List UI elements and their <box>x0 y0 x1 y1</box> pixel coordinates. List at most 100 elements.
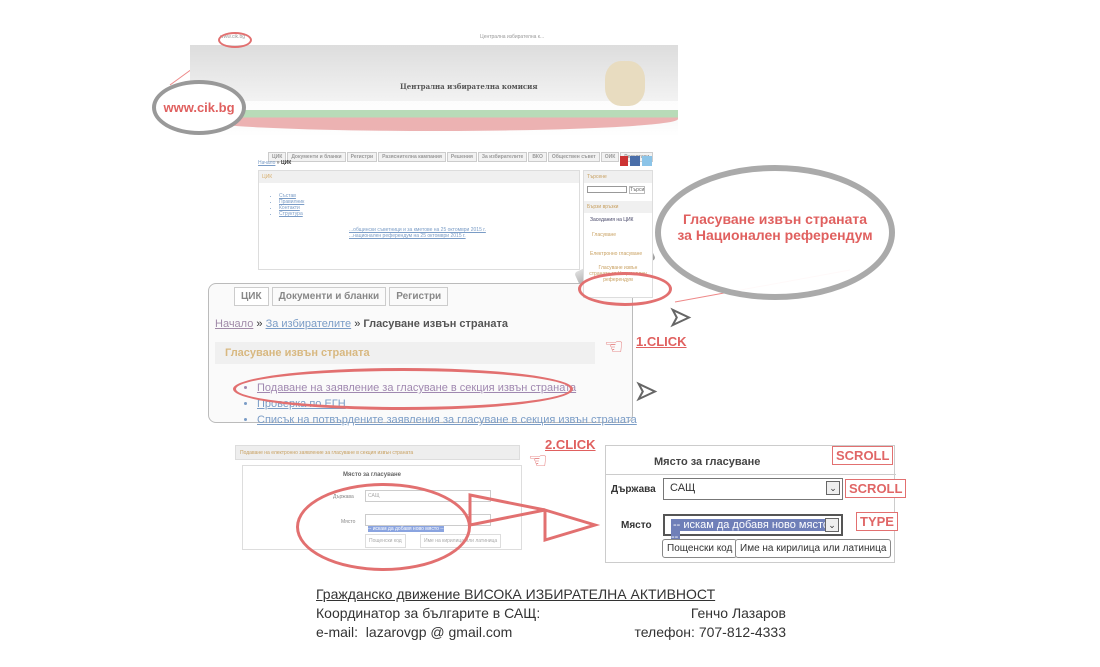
phone-label: телефон: <box>634 624 695 640</box>
breadcrumb: Начало » ЦИК <box>258 160 292 166</box>
country-select[interactable]: САЩ ⌄ <box>663 478 843 500</box>
mid-tabs: ЦИК Документи и бланки Регистри <box>234 287 449 306</box>
confirmed-list-link[interactable]: Списък на потвърдените заявления за глас… <box>257 412 637 428</box>
click1-label: 1.CLICK <box>636 334 687 349</box>
nav-tab[interactable]: Регистри <box>346 152 378 162</box>
type-tag: TYPE <box>856 512 898 531</box>
country-label: Държава <box>611 484 656 495</box>
meetings-link[interactable]: Заседания на ЦИК <box>590 217 634 223</box>
voting-link[interactable]: Гласуване <box>592 232 617 238</box>
election-link[interactable]: ...общински съветници и за кметове на 25… <box>349 227 486 233</box>
quick-links-label: Бързи връзки <box>584 201 652 213</box>
tricolor-wave <box>190 101 678 131</box>
place-label: Място <box>621 520 652 531</box>
org-name: Гражданско движение ВИСОКА ИЗБИРАТЕЛНА А… <box>316 586 716 602</box>
place-select[interactable]: -- искам да добавя ново място --⌄ <box>663 514 843 543</box>
coordinator-label: Координатор за българите в САЩ: <box>316 605 541 621</box>
url-text: www.cik.bg <box>220 34 246 40</box>
nav-tab[interactable]: Решения <box>446 152 477 162</box>
content-panel: ЦИК Състав Правилник Контакти Структура … <box>258 170 580 270</box>
chevron-down-icon[interactable]: ⌄ <box>825 518 839 532</box>
pointing-hand-icon: ☜ <box>604 334 624 359</box>
site-title: Централна избирателна комисия <box>400 82 538 91</box>
breadcrumb-current: Гласуване извън страната <box>363 318 509 330</box>
search-input[interactable] <box>587 186 627 193</box>
postcode-input[interactable]: Пощенски код <box>662 539 738 558</box>
breadcrumb-current: ЦИК <box>280 160 292 166</box>
zoom-text-line1: Гласуване извън страната <box>682 211 868 227</box>
apply-abroad-link[interactable]: Подаване на заявление за гласуване в сек… <box>257 380 637 396</box>
nav-tab[interactable]: Документи и бланки <box>287 152 346 162</box>
nav-tab[interactable]: Обществен съвет <box>547 152 600 162</box>
search-button[interactable]: Търси <box>629 186 646 194</box>
country-value-small: САЩ <box>368 493 380 499</box>
country-select-small[interactable]: САЩ <box>365 490 491 502</box>
country-label-small: Държава <box>333 494 354 500</box>
mid-tab[interactable]: Регистри <box>389 287 449 306</box>
section-heading: Гласуване извън страната <box>215 342 595 364</box>
panel-link[interactable]: Състав <box>279 193 559 199</box>
phone-number: 707-812-4333 <box>698 624 786 640</box>
panel-title: ЦИК <box>259 171 579 183</box>
nav-tab[interactable]: ЦИК <box>268 152 287 162</box>
right-sidebar: Търсене Търси Бързи връзки Заседания на … <box>583 170 653 298</box>
form-strip-text: Подаване на електронно заявление за глас… <box>240 450 414 456</box>
place-value-small: -- искам да добавя ново място -- <box>368 526 444 532</box>
url-magnifier: www.cik.bg <box>152 80 246 135</box>
form-snippet: Място за гласуване Държава САЩ Място -- … <box>242 465 522 550</box>
referendum-link[interactable]: ...национален референдум на 25 октомври … <box>349 233 466 239</box>
referendum-magnifier: Гласуване извън страната за Национален р… <box>655 165 895 300</box>
url-callout: www.cik.bg <box>163 100 235 115</box>
voters-page-snippet: ЦИК Документи и бланки Регистри Начало »… <box>208 283 637 426</box>
nav-tab[interactable]: ВКО <box>528 152 547 162</box>
form-strip: Подаване на електронно заявление за глас… <box>235 445 520 460</box>
country-value: САЩ <box>670 482 696 494</box>
nav-tab[interactable]: ОИК <box>600 152 620 162</box>
postcode-small[interactable]: Пощенски код <box>365 534 406 548</box>
zoom-text-line2: за Национален референдум <box>677 227 873 243</box>
panel-link[interactable]: Правилник <box>279 199 559 205</box>
browser-tab[interactable]: Централна избирателна к... <box>480 34 545 40</box>
place-label-small: Място <box>341 519 356 525</box>
coordinator-name: Генчо Лазаров <box>690 605 786 621</box>
email-address[interactable]: lazarovgp @ gmail.com <box>365 624 513 640</box>
twitter-icon[interactable] <box>642 156 652 166</box>
address-bar[interactable]: www.cik.bg Централна избирателна к... <box>190 30 678 46</box>
chevron-down-icon[interactable]: ⌄ <box>826 481 840 495</box>
place-name-input[interactable]: Име на кирилица или латиница <box>735 539 892 558</box>
breadcrumb-voters[interactable]: За избирателите <box>265 318 352 330</box>
mouse-pointer-icon: ➤ <box>635 378 657 405</box>
place-select-small[interactable]: -- искам да добавя ново място -- <box>365 514 491 532</box>
youtube-icon[interactable] <box>620 156 628 166</box>
egn-check-link[interactable]: Проверка по ЕГН <box>257 396 637 412</box>
scroll-tag-country: SCROLL <box>832 446 894 465</box>
breadcrumb-home[interactable]: Начало <box>215 318 254 330</box>
mid-tab[interactable]: ЦИК <box>234 287 269 306</box>
coat-of-arms-logo <box>605 61 645 106</box>
form-title-small: Място за гласуване <box>343 472 402 478</box>
nav-tab[interactable]: За избирателите <box>477 152 528 162</box>
divider <box>606 474 896 475</box>
mid-tab[interactable]: Документи и бланки <box>271 287 387 306</box>
nav-tab[interactable]: Разяснителна кампания <box>378 152 446 162</box>
footer: Гражданско движение ВИСОКА ИЗБИРАТЕЛНА А… <box>316 585 786 642</box>
form-title: Място за гласуване <box>654 456 761 468</box>
mouse-pointer-icon: ➤ <box>669 304 691 331</box>
name-small[interactable]: Име на кирилица или латиница <box>420 534 502 548</box>
email-label: e-mail: <box>316 624 359 640</box>
scroll-tag-place: SCROLL <box>845 479 907 498</box>
search-label: Търсене <box>584 171 652 183</box>
pointing-hand-icon: ☜ <box>528 448 548 473</box>
panel-link[interactable]: Структура <box>279 211 559 217</box>
electronic-voting-link[interactable]: Електронно гласуване <box>590 251 643 257</box>
site-header-banner: Централна избирателна комисия <box>190 46 678 136</box>
voting-abroad-link[interactable]: Гласуване извън страната за Национален р… <box>589 265 647 283</box>
browser-snippet: www.cik.bg Централна избирателна к... Це… <box>190 30 678 298</box>
mid-breadcrumb: Начало » За избирателите » Гласуване изв… <box>215 318 509 330</box>
panel-link[interactable]: Контакти <box>279 205 559 211</box>
social-icons <box>620 156 652 166</box>
breadcrumb-home[interactable]: Начало <box>258 160 276 166</box>
click2-label: 2.CLICK <box>545 437 596 452</box>
facebook-icon[interactable] <box>630 156 640 166</box>
